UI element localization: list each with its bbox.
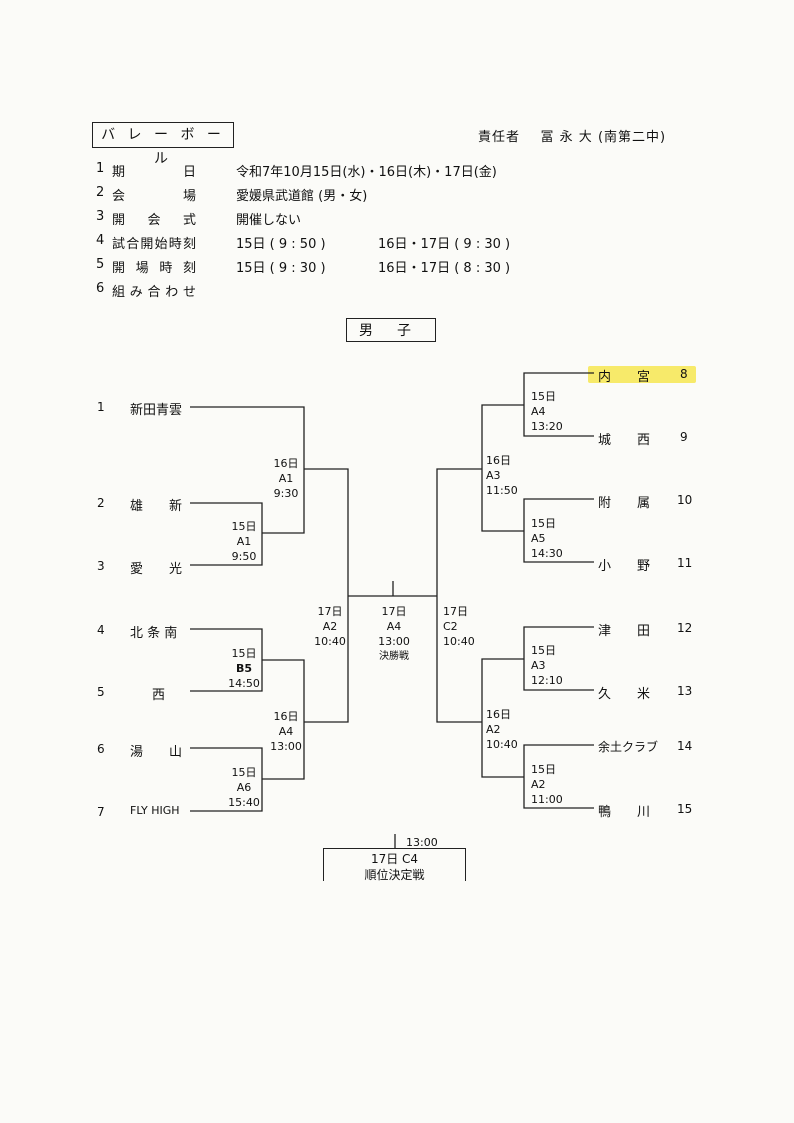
highlight-marker xyxy=(588,366,696,383)
info-value: 開催しない xyxy=(236,213,302,228)
info-label: 期日 xyxy=(112,165,196,180)
info-num: 1 xyxy=(96,161,105,176)
info-value: 15日 ( 9 : 50 ) xyxy=(236,237,326,252)
seed-number: 1 xyxy=(97,400,105,414)
section-title-boys: 男子 xyxy=(346,318,436,342)
responsible-label: 責任者 xyxy=(478,130,521,145)
team-name: 北 条 南 xyxy=(130,626,178,641)
team-name: 愛 光 xyxy=(130,562,183,577)
responsible-name: 冨 永 大 (南第二中) xyxy=(540,130,667,145)
team-name: 小 野 xyxy=(598,559,651,574)
seed-number: 3 xyxy=(97,559,105,573)
seed-number: 9 xyxy=(680,430,688,444)
seed-number: 2 xyxy=(97,496,105,510)
seed-number: 11 xyxy=(677,556,693,570)
team-name: 湯 山 xyxy=(130,745,183,760)
seed-number: 12 xyxy=(677,621,693,635)
seed-number: 14 xyxy=(677,739,693,753)
team-name: 新田青雲 xyxy=(130,403,183,418)
seed-number: 10 xyxy=(677,493,693,507)
responsible-person: 責任者 冨 永 大 (南第二中) xyxy=(478,126,666,145)
placement-match-box: 17日 C4 順位決定戦 xyxy=(323,848,466,882)
info-label: 組み合わせ xyxy=(112,285,196,300)
seed-number: 13 xyxy=(677,684,693,698)
placement-time: 13:00 xyxy=(406,836,438,849)
final-label: 決勝戦 xyxy=(379,651,409,662)
info-num: 2 xyxy=(96,185,105,200)
team-name: 余土クラブ xyxy=(598,740,659,754)
team-name: 久 米 xyxy=(598,687,651,702)
team-name: 津 田 xyxy=(598,624,651,639)
team-name: 附 属 xyxy=(598,496,651,511)
team-name: 内 宮 xyxy=(598,370,651,385)
info-label: 開会式 xyxy=(112,213,196,228)
seed-number: 4 xyxy=(97,623,105,637)
info-value: 令和7年10月15日(水)・16日(木)・17日(金) xyxy=(236,165,497,180)
placement-line1: 17日 C4 xyxy=(370,852,419,866)
team-name: 雄 新 xyxy=(130,499,183,514)
info-label: 開場時刻 xyxy=(112,261,196,276)
info-num: 5 xyxy=(96,257,105,272)
info-num: 6 xyxy=(96,281,105,296)
info-num: 3 xyxy=(96,209,105,224)
team-name: 西 xyxy=(152,688,166,703)
sport-title: バ レ ー ボ ー ル xyxy=(92,122,234,167)
info-value-2: 16日・17日 ( 8 : 30 ) xyxy=(378,261,511,276)
team-name: 鴨 川 xyxy=(598,805,651,820)
seed-number: 8 xyxy=(680,367,688,381)
team-name: 城 西 xyxy=(598,433,651,448)
seed-number: 5 xyxy=(97,685,105,699)
info-value: 15日 ( 9 : 30 ) xyxy=(236,261,326,276)
team-name: FLY HIGH xyxy=(130,804,180,817)
info-num: 4 xyxy=(96,233,105,248)
seed-number: 6 xyxy=(97,742,105,756)
placement-line2: 順位決定戦 xyxy=(364,868,425,882)
info-value: 愛媛県武道館 (男・女) xyxy=(236,189,368,204)
info-value-2: 16日・17日 ( 9 : 30 ) xyxy=(378,237,511,252)
info-label: 試合開始時刻 xyxy=(112,237,196,252)
info-label: 会場 xyxy=(112,189,196,204)
seed-number: 15 xyxy=(677,802,693,816)
seed-number: 7 xyxy=(97,805,105,819)
